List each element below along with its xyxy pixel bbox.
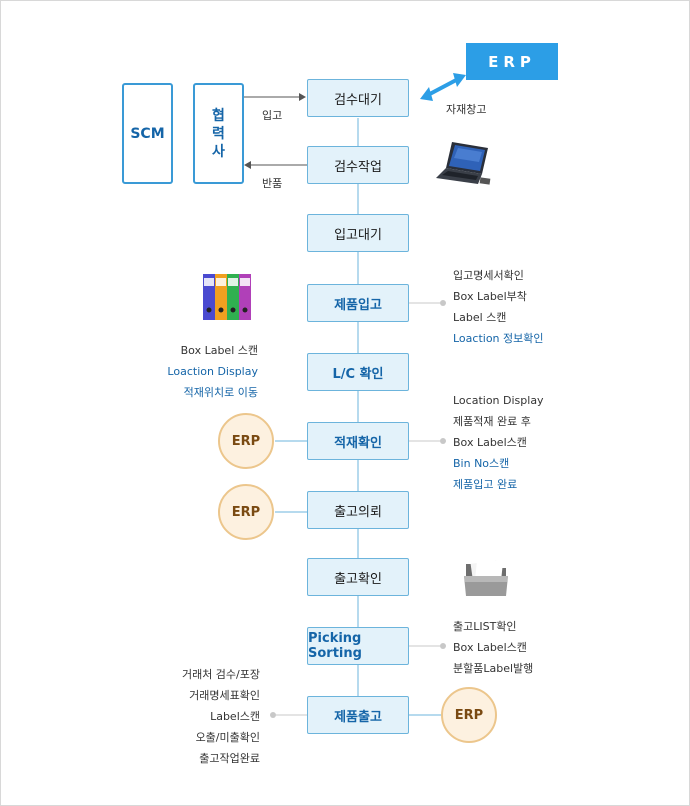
double-arrow-icon — [420, 73, 466, 101]
returned-label: 반품 — [262, 177, 283, 190]
step-label: 제품출고 — [334, 709, 382, 725]
step-inspection-work: 검수작업 — [307, 146, 409, 184]
note-line: Box Label부착 — [453, 290, 527, 303]
scm-label: SCM — [130, 125, 165, 142]
note-picking: 출고LIST확인 Box Label스캔 분할품Label발행 — [453, 616, 533, 679]
step-label: 적재확인 — [334, 435, 382, 451]
step-picking-sorting: Picking Sorting — [307, 627, 409, 665]
erp-circle-label: ERP — [231, 433, 261, 449]
note-product-receipt: 입고명세서확인 Box Label부착 Label 스캔 Loaction 정보… — [453, 265, 544, 349]
step-label: 검수작업 — [334, 159, 382, 175]
step-label: 입고대기 — [334, 227, 382, 243]
step-shipping-check: 출고확인 — [307, 558, 409, 596]
erp-circle-label: ERP — [231, 504, 261, 520]
step-shipping-request: 출고의뢰 — [307, 491, 409, 529]
step-label: Picking Sorting — [308, 631, 362, 661]
note-line: 적재위치로 이동 — [183, 386, 258, 399]
erp-circle-load: ERP — [218, 413, 274, 469]
scm-box: SCM — [122, 83, 173, 184]
step-label: 검수대기 — [334, 92, 382, 108]
note-line: Box Label 스캔 — [180, 344, 258, 357]
note-line: Label스캔 — [210, 710, 260, 723]
partner-char-1: 협 — [212, 107, 225, 124]
step-receiving-wait: 입고대기 — [307, 214, 409, 252]
material-warehouse-label: 자재창고 — [446, 103, 487, 116]
erp-circle-shipping: ERP — [441, 687, 497, 743]
step-label: L/C 확인 — [332, 366, 384, 382]
folder-icon — [464, 558, 508, 596]
step-inspection-wait: 검수대기 — [307, 79, 409, 117]
note-load-check: Location Display 제품적재 완료 후 Box Label스캔 B… — [453, 390, 544, 495]
note-line: Loaction Display — [167, 365, 258, 378]
step-lc-check: L/C 확인 — [307, 353, 409, 391]
incoming-label: 입고 — [262, 109, 283, 122]
step-label: 출고확인 — [334, 571, 382, 587]
step-label: 제품입고 — [334, 297, 382, 313]
erp-header-label: ERP — [488, 52, 536, 71]
note-line: Loaction 정보확인 — [453, 332, 544, 345]
note-line: 거래명세표확인 — [189, 689, 260, 702]
laptop-icon — [436, 142, 491, 185]
erp-header-box: ERP — [466, 43, 558, 80]
note-line: Location Display — [453, 394, 544, 407]
partner-char-2: 력 — [212, 125, 225, 142]
note-shipping: 거래처 검수/포장 거래명세표확인 Label스캔 오출/미출확인 출고작업완료 — [150, 664, 260, 769]
note-line: Box Label스캔 — [453, 436, 527, 449]
note-line: Bin No스캔 — [453, 457, 510, 470]
note-line: Label 스캔 — [453, 311, 507, 324]
note-line: 제품입고 완료 — [453, 478, 518, 491]
erp-circle-label: ERP — [454, 707, 484, 723]
note-line: Box Label스캔 — [453, 641, 527, 654]
step-load-check: 적재확인 — [307, 422, 409, 460]
partner-box: 협 력 사 — [193, 83, 244, 184]
erp-circle-request: ERP — [218, 484, 274, 540]
note-line: 오출/미출확인 — [195, 731, 260, 744]
step-product-receipt: 제품입고 — [307, 284, 409, 322]
note-line: 출고LIST확인 — [453, 620, 517, 633]
note-line: 입고명세서확인 — [453, 269, 524, 282]
note-lc-check: Box Label 스캔 Loaction Display 적재위치로 이동 — [160, 340, 258, 403]
note-line: 분할품Label발행 — [453, 662, 534, 675]
binders-icon — [203, 274, 251, 320]
step-label: 출고의뢰 — [334, 504, 382, 520]
note-line: 제품적재 완료 후 — [453, 415, 531, 428]
note-line: 출고작업완료 — [199, 752, 260, 765]
note-line: 거래처 검수/포장 — [181, 668, 260, 681]
partner-char-3: 사 — [212, 143, 225, 160]
step-product-shipping: 제품출고 — [307, 696, 409, 734]
